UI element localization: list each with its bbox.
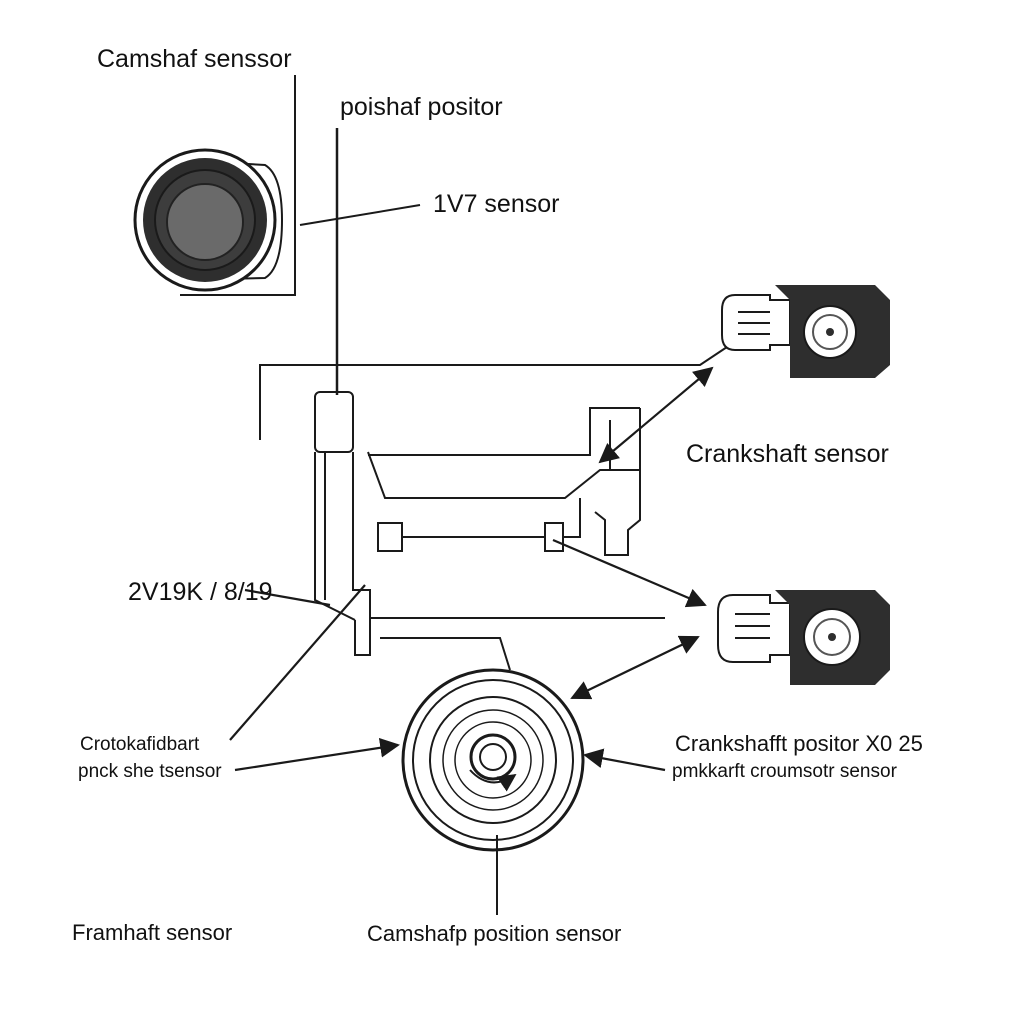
camshaft-sensor-bracket [180, 75, 421, 296]
label-v7-sensor: 1V7 sensor [433, 190, 560, 218]
label-camshaft-position-sensor: Camshafp position sensor [367, 921, 622, 946]
label-crankshaft-left-1: Crotokafidbart [80, 734, 200, 755]
label-camshaft-sensor: Camshaf senssor [97, 45, 292, 73]
label-crankshaft-left-2: pnck she tsensor [78, 761, 222, 782]
engine-frame [259, 344, 731, 671]
camshaft-sensor-round [133, 148, 284, 292]
label-framhaft-sensor: Framhaft sensor [72, 920, 233, 945]
camshaft-position-wheel [401, 668, 585, 915]
label-crankshaft-right-1: Crankshafft positor X0 25 [675, 731, 923, 756]
crankshaft-sensor-lower [717, 590, 890, 685]
label-crankshaft-right-2: pmkkarft croumsotr sensor [672, 761, 897, 782]
label-voltage: 2V19K / 8/19 [128, 578, 273, 606]
leader-lines [229, 366, 714, 772]
label-poishaf-positor: poishaf positor [340, 93, 503, 121]
crankshaft-sensor-upper [721, 285, 890, 378]
label-crankshaft-sensor: Crankshaft sensor [686, 440, 889, 468]
